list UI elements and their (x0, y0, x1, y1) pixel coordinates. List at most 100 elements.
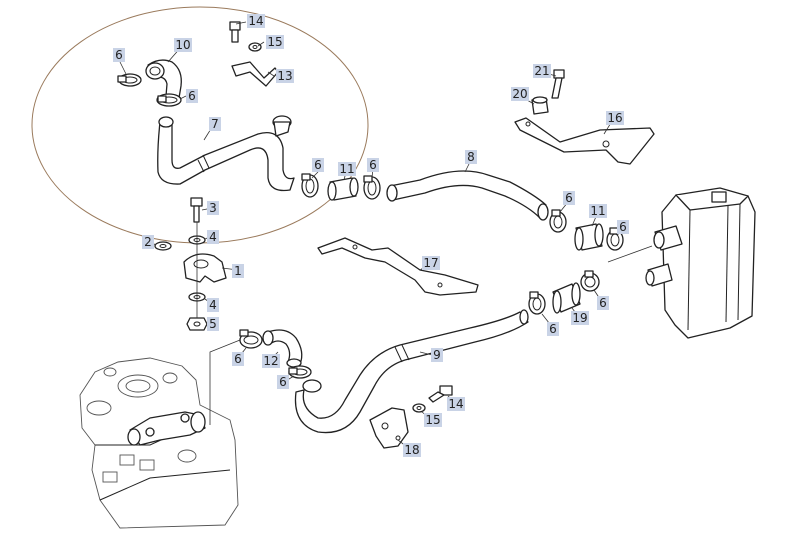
svg-text:14: 14 (448, 397, 463, 411)
label-6-low-b: 6 (547, 322, 559, 336)
bracket-16 (514, 117, 655, 165)
svg-text:15: 15 (425, 413, 440, 427)
svg-text:4: 4 (209, 298, 217, 312)
svg-text:6: 6 (115, 48, 123, 62)
clamp-6-lower-mid (288, 365, 312, 379)
clamp-6-top-b (156, 93, 182, 107)
clamp-6-lower-left (239, 329, 263, 349)
svg-text:16: 16 (607, 111, 622, 125)
svg-text:9: 9 (433, 348, 441, 362)
washer-2 (154, 241, 172, 251)
svg-text:4: 4 (209, 230, 217, 244)
bolt-21 (551, 69, 565, 99)
svg-text:6: 6 (565, 191, 573, 205)
svg-text:8: 8 (467, 150, 475, 164)
elbow-hose-10 (145, 59, 182, 99)
clamp-6-low-a (580, 270, 600, 292)
label-6-mid-a: 6 (312, 158, 324, 172)
label-21: 21 (533, 64, 551, 78)
svg-text:13: 13 (277, 69, 292, 83)
svg-text:6: 6 (188, 89, 196, 103)
svg-text:17: 17 (423, 256, 438, 270)
label-8: 8 (465, 150, 477, 164)
label-18: 18 (403, 443, 421, 457)
hose-8 (386, 170, 549, 221)
svg-text:6: 6 (234, 352, 242, 366)
clamp-6-mid-b (363, 175, 381, 200)
label-20: 20 (511, 87, 529, 101)
svg-text:6: 6 (369, 158, 377, 172)
engine-to-hose-line (209, 337, 246, 425)
label-14-top: 14 (247, 14, 265, 28)
washer-15-bottom (412, 403, 426, 413)
svg-text:12: 12 (263, 354, 278, 368)
svg-text:11: 11 (590, 204, 605, 218)
clamp-6-ic-a (549, 209, 567, 233)
label-19: 19 (571, 311, 589, 325)
engine-block (79, 357, 239, 529)
label-15-bottom: 15 (424, 413, 442, 427)
label-17: 17 (422, 256, 440, 270)
svg-text:2: 2 (144, 235, 152, 249)
bracket-18 (369, 407, 409, 449)
svg-text:7: 7 (211, 117, 219, 131)
sleeve-11-mid (327, 177, 359, 201)
label-6-lower-mid: 6 (277, 375, 289, 389)
svg-text:15: 15 (267, 35, 282, 49)
label-5: 5 (207, 317, 219, 331)
bolt-3 (190, 197, 203, 223)
label-7: 7 (209, 117, 221, 131)
svg-text:6: 6 (279, 375, 287, 389)
label-16: 16 (606, 111, 624, 125)
label-13: 13 (276, 69, 294, 83)
label-11-ic: 11 (589, 204, 607, 218)
label-6-top-b: 6 (186, 89, 198, 103)
svg-text:10: 10 (175, 38, 190, 52)
svg-text:21: 21 (534, 64, 549, 78)
label-6-low-a: 6 (597, 296, 609, 310)
label-10: 10 (174, 38, 192, 52)
svg-text:5: 5 (209, 317, 217, 331)
label-2: 2 (142, 235, 154, 249)
clamp-6-low-b (528, 291, 546, 315)
washer-15-top (248, 42, 262, 52)
svg-text:11: 11 (339, 162, 354, 176)
clamp-6-top-a (117, 73, 142, 87)
bracket-17 (317, 237, 479, 296)
label-14-bottom: 14 (447, 397, 465, 411)
callout-labels: 14 15 13 10 6 6 7 6 11 6 8 21 20 16 6 11… (113, 14, 629, 457)
clamp-6-ic-b (606, 227, 624, 251)
engine-outlet (127, 411, 206, 446)
label-4-bottom: 4 (207, 298, 219, 312)
svg-text:19: 19 (572, 311, 587, 325)
svg-text:14: 14 (248, 14, 263, 28)
svg-text:18: 18 (404, 443, 419, 457)
sleeve-19 (552, 282, 581, 314)
label-6-ic-b: 6 (617, 220, 629, 234)
label-9: 9 (431, 348, 443, 362)
mount-1 (183, 253, 227, 283)
label-6-lower-left: 6 (232, 352, 244, 366)
svg-text:6: 6 (599, 296, 607, 310)
label-3: 3 (207, 201, 219, 215)
intercooler (645, 187, 756, 339)
hose-7 (157, 115, 295, 192)
svg-text:6: 6 (549, 322, 557, 336)
sleeve-11-ic (574, 223, 604, 251)
clamp-6-mid-a (301, 173, 319, 198)
svg-text:1: 1 (234, 264, 242, 278)
svg-text:6: 6 (619, 220, 627, 234)
bolt-14-top (229, 21, 241, 43)
group-outline (31, 6, 369, 244)
label-1: 1 (232, 264, 244, 278)
svg-text:3: 3 (209, 201, 217, 215)
label-15-top: 15 (266, 35, 284, 49)
hose-9 (294, 309, 529, 434)
svg-text:6: 6 (314, 158, 322, 172)
spacer-20 (531, 96, 549, 115)
label-6-top-a: 6 (113, 48, 125, 62)
label-6-mid-b: 6 (367, 158, 379, 172)
elbow-hose-12 (262, 329, 303, 368)
